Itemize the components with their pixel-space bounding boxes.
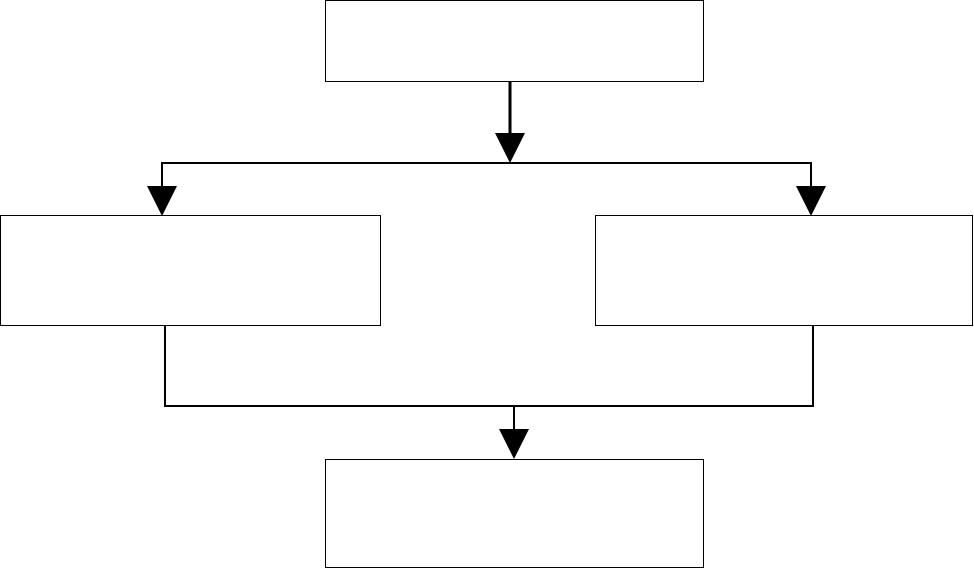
merge-bar — [164, 326, 814, 407]
node-left — [0, 215, 381, 326]
node-bottom-box — [325, 459, 704, 568]
node-right-box — [595, 215, 973, 326]
split-bar — [161, 162, 812, 190]
node-top — [325, 0, 704, 82]
node-left-box — [0, 215, 381, 326]
node-bottom — [325, 459, 704, 568]
edge-top-split — [495, 82, 525, 163]
arrowhead-to-left-node-icon — [147, 186, 177, 216]
edge-merge-bottom — [499, 406, 529, 459]
arrowhead-down-icon — [495, 133, 525, 163]
arrowhead-to-bottom-node-icon — [499, 429, 529, 459]
arrowhead-to-right-node-icon — [796, 186, 826, 216]
node-top-box — [325, 0, 704, 82]
node-right — [595, 215, 973, 326]
